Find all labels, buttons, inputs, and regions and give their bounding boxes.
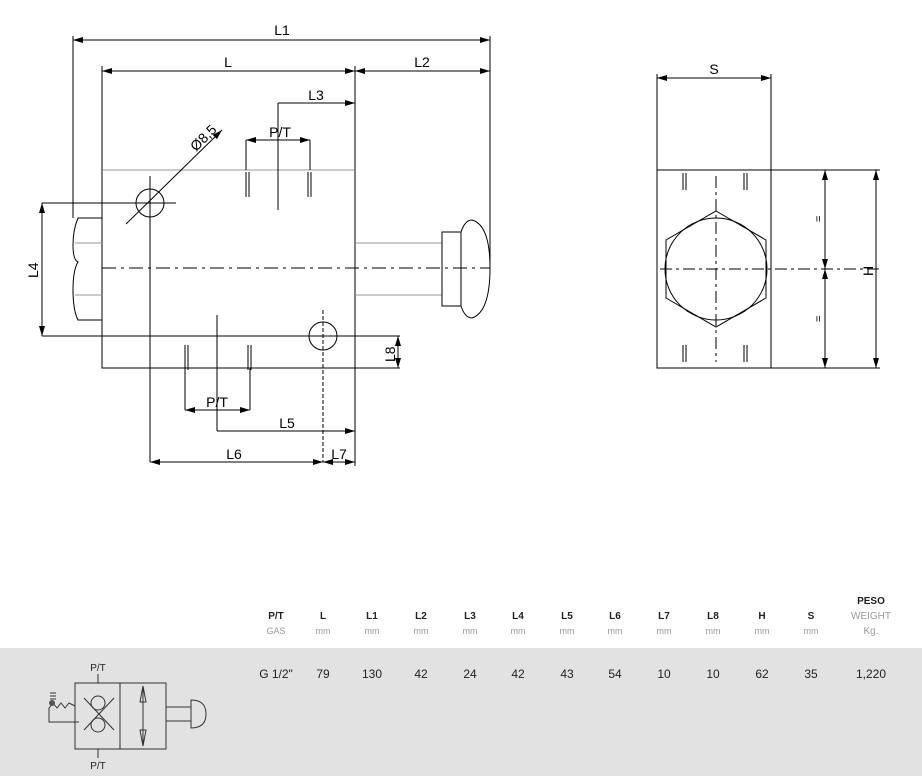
hex-nut — [72, 217, 102, 321]
label-equal: = — [813, 316, 825, 322]
front-view — [39, 36, 491, 466]
side-view — [656, 74, 880, 369]
col-header: P/T — [268, 611, 284, 622]
hydraulic-symbol: P/T P/T — [48, 663, 207, 772]
push-knob — [460, 219, 491, 319]
push-knob-base — [441, 231, 462, 307]
label-L7: L7 — [331, 446, 347, 462]
col-unit: mm — [607, 626, 623, 636]
col-unit: mm — [413, 626, 429, 636]
label-L: L — [224, 54, 232, 70]
col-header: S — [807, 611, 815, 622]
label-PT-bottom: P/T — [206, 394, 228, 410]
label-L1: L1 — [274, 22, 290, 38]
label-L3: L3 — [308, 87, 324, 103]
col-unit: mm — [315, 626, 331, 636]
col-header: WEIGHT — [851, 611, 891, 622]
label-L5: L5 — [279, 415, 295, 431]
col-header: L2 — [415, 611, 427, 622]
label-H: H — [860, 266, 876, 276]
table-cell: 42 — [511, 667, 525, 681]
col-unit: GAS — [266, 626, 286, 636]
table-cell: 1,220 — [855, 667, 887, 681]
col-unit: mm — [462, 626, 478, 636]
col-unit: mm — [364, 626, 380, 636]
col-unit: mm — [803, 626, 819, 636]
col-unit: mm — [510, 626, 526, 636]
col-header: L3 — [464, 611, 476, 622]
col-unit: mm — [559, 626, 575, 636]
col-header: L4 — [512, 611, 524, 622]
front-labels: L1 L L2 L3 P/T Ø8,5 L4 L8 P/T L5 L6 L7 — [25, 22, 430, 462]
table-cell: 24 — [463, 667, 477, 681]
col-header: L8 — [707, 611, 719, 622]
table-cell: 79 — [316, 667, 330, 681]
label-L2: L2 — [414, 54, 430, 70]
col-header: L5 — [561, 611, 573, 622]
col-unit: Kg. — [863, 626, 879, 637]
side-labels: S H = = — [709, 61, 876, 322]
label-L4: L4 — [25, 262, 41, 278]
table-cell: 54 — [608, 667, 622, 681]
table-cell: 10 — [657, 667, 671, 681]
label-PT-top: P/T — [269, 124, 291, 140]
table-cell: 42 — [414, 667, 428, 681]
col-header: L1 — [366, 611, 378, 622]
table-cell: 10 — [706, 667, 720, 681]
table-cell: 62 — [755, 667, 769, 681]
port-label-top: P/T — [90, 663, 106, 674]
col-header-top: PESO — [857, 596, 885, 607]
col-header: L7 — [658, 611, 670, 622]
col-unit: mm — [705, 626, 721, 636]
col-unit: mm — [656, 626, 672, 636]
valve-body — [101, 169, 356, 369]
technical-drawing: L1 L L2 L3 P/T Ø8,5 L4 L8 P/T L5 L6 L7 S… — [25, 22, 880, 466]
label-S: S — [709, 61, 718, 77]
col-header: L — [319, 611, 327, 622]
table-data-band — [0, 648, 922, 776]
port-label-bottom: P/T — [90, 761, 106, 772]
table-cell: 130 — [361, 667, 383, 681]
table-cell: G 1/2" — [259, 667, 293, 681]
col-unit: mm — [754, 626, 770, 636]
table-cell: 35 — [804, 667, 818, 681]
side-hex — [665, 210, 767, 328]
col-header: L6 — [609, 611, 621, 622]
label-L8: L8 — [382, 346, 398, 362]
label-L6: L6 — [226, 446, 242, 462]
label-equal: = — [813, 216, 825, 222]
table-cell: 43 — [560, 667, 574, 681]
col-header: H — [758, 611, 766, 622]
